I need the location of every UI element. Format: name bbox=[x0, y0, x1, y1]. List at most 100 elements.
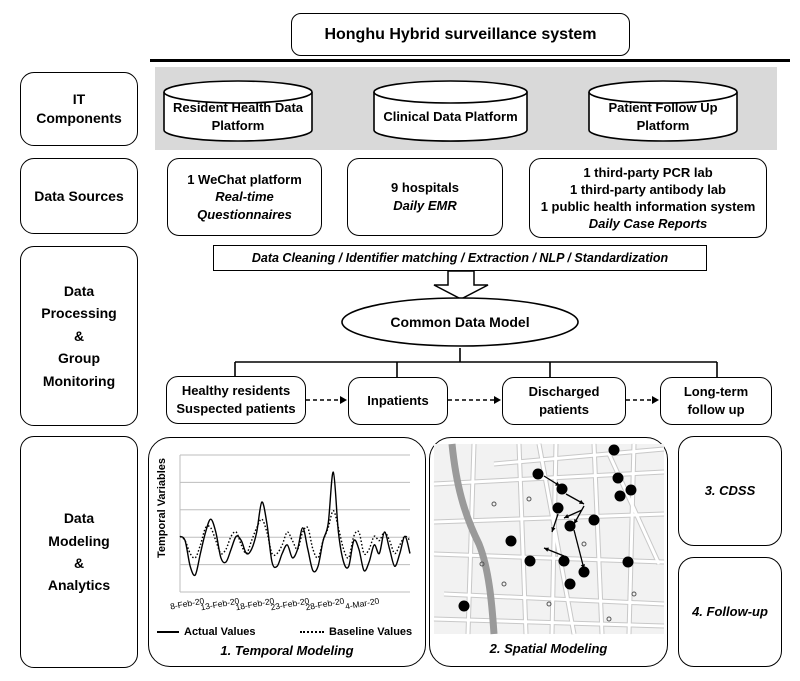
source-line: 1 third-party PCR lab bbox=[583, 164, 713, 180]
map-river bbox=[448, 443, 498, 635]
row-label-it-components: IT Components bbox=[20, 72, 138, 146]
map-case-marker bbox=[552, 502, 564, 514]
map-street-inner bbox=[433, 617, 665, 628]
source-italic-line: Daily Case Reports bbox=[588, 216, 708, 232]
platform-label: Platform bbox=[211, 118, 265, 133]
map-street-inner bbox=[517, 443, 528, 635]
platform-label: Resident Health Data bbox=[172, 99, 304, 115]
temporal-chart: 8-Feb-2013-Feb-2018-Feb-2023-Feb-2028-Fe… bbox=[169, 454, 411, 613]
map-arrowhead bbox=[551, 527, 556, 532]
chart-legend-baseline: Baseline Values bbox=[300, 625, 425, 639]
spatial-map bbox=[433, 443, 665, 635]
platform-patient-follow-up: Patient Follow Up Platform bbox=[588, 80, 738, 142]
group-label: Suspected patients bbox=[176, 401, 296, 416]
map-arrowhead bbox=[580, 564, 585, 569]
row-label-line: Data bbox=[63, 510, 95, 527]
source-italic-line: Questionnaires bbox=[197, 206, 292, 222]
map-case-marker bbox=[564, 578, 576, 590]
row-label-data-sources: Data Sources bbox=[20, 158, 138, 234]
map-case-marker bbox=[622, 556, 634, 568]
follow-up-text: 4. Follow-up bbox=[692, 604, 768, 620]
map-poi-icon bbox=[501, 581, 507, 587]
map-case-marker bbox=[578, 566, 590, 578]
row-label-line: Processing bbox=[41, 305, 117, 322]
group-label: patients bbox=[539, 402, 589, 417]
platform-label: Platform bbox=[636, 118, 690, 133]
legend-solid-line-icon bbox=[157, 631, 179, 633]
system-title-text: Honghu Hybrid surveillance system bbox=[324, 25, 597, 43]
row-label-data-processing: Data Processing & Group Monitoring bbox=[20, 246, 138, 426]
group-healthy-suspected: Healthy residents Suspected patients bbox=[166, 376, 306, 424]
chart-ylabel-text: Temporal Variables bbox=[156, 457, 168, 559]
group-label: Inpatients bbox=[367, 393, 429, 409]
platform-label: Clinical Data Platform bbox=[383, 108, 518, 124]
map-case-marker bbox=[608, 444, 620, 456]
map-case-marker bbox=[625, 484, 637, 496]
source-hospitals: 9 hospitals Daily EMR bbox=[347, 158, 503, 236]
map-street-inner bbox=[627, 443, 636, 635]
map-poi-icon bbox=[631, 591, 637, 597]
map-poi-icon bbox=[491, 501, 497, 507]
spatial-modeling-caption: 2. Spatial Modeling bbox=[429, 641, 668, 656]
source-wechat: 1 WeChat platform Real-time Questionnair… bbox=[167, 158, 322, 236]
map-arrow bbox=[573, 529, 585, 570]
row-label-line: Group bbox=[58, 350, 100, 367]
temporal-modeling-caption: 1. Temporal Modeling bbox=[148, 643, 426, 658]
map-case-marker bbox=[532, 468, 544, 480]
group-label: Long-term bbox=[683, 384, 749, 400]
legend-label: Actual Values bbox=[184, 626, 256, 638]
source-labs: 1 third-party PCR lab 1 third-party anti… bbox=[529, 158, 767, 238]
system-title: Honghu Hybrid surveillance system bbox=[291, 13, 630, 56]
group-discharged: Discharged patients bbox=[502, 377, 626, 425]
chart-x-tick-label: 28-Feb-20 bbox=[305, 596, 346, 613]
group-inpatients: Inpatients bbox=[348, 377, 448, 425]
database-cylinder-icon bbox=[588, 80, 738, 142]
spatial-modeling-text: 2. Spatial Modeling bbox=[489, 641, 608, 656]
platform-clinical-data: Clinical Data Platform bbox=[373, 80, 528, 142]
series-baseline-values bbox=[179, 509, 411, 559]
series-actual-values bbox=[179, 471, 411, 577]
map-case-marker bbox=[524, 555, 536, 567]
legend-label: Baseline Values bbox=[329, 626, 413, 638]
map-case-marker bbox=[505, 535, 517, 547]
map-street-inner bbox=[592, 443, 604, 635]
map-street-inner bbox=[550, 443, 558, 635]
row-label-line: Modeling bbox=[48, 532, 110, 549]
map-arrowhead bbox=[579, 499, 584, 504]
map-arrowhead bbox=[555, 481, 560, 486]
map-poi-icon bbox=[526, 496, 532, 502]
map-street-inner bbox=[537, 443, 576, 635]
database-cylinder-icon bbox=[163, 80, 313, 142]
map-arrowhead bbox=[564, 514, 569, 519]
row-label-line: Analytics bbox=[47, 577, 111, 594]
processing-banner: Data Cleaning / Identifier matching / Ex… bbox=[213, 245, 707, 271]
row-label-line: Data bbox=[63, 283, 95, 300]
platform-label: Patient Follow Up bbox=[608, 99, 718, 115]
cdss-panel: 3. CDSS bbox=[678, 436, 782, 546]
source-line: 1 WeChat platform bbox=[187, 171, 302, 187]
chart-x-tick-label: 4-Mar-20 bbox=[344, 596, 380, 612]
map-street-inner bbox=[607, 453, 661, 565]
map-case-marker bbox=[614, 490, 626, 502]
map-case-marker bbox=[458, 600, 470, 612]
group-label: Healthy residents bbox=[181, 383, 291, 399]
map-case-marker bbox=[564, 520, 576, 532]
row-label-line: Data Sources bbox=[34, 187, 124, 204]
map-poi-icon bbox=[479, 561, 485, 567]
row-label-line: Components bbox=[36, 110, 122, 126]
legend-dotted-line-icon bbox=[300, 631, 324, 633]
map-case-marker bbox=[612, 472, 624, 484]
row-label-line: & bbox=[73, 555, 85, 571]
platform-resident-health: Resident Health Data Platform bbox=[163, 80, 313, 142]
map-poi-icon bbox=[606, 616, 612, 622]
source-line: 9 hospitals bbox=[391, 180, 459, 196]
row-label-line: IT bbox=[72, 91, 86, 108]
chart-legend-actual: Actual Values bbox=[157, 625, 287, 639]
processing-banner-text: Data Cleaning / Identifier matching / Ex… bbox=[251, 250, 669, 265]
map-case-marker bbox=[588, 514, 600, 526]
common-data-model-ellipse bbox=[341, 297, 579, 347]
map-arrowhead bbox=[574, 519, 579, 524]
database-cylinder-icon bbox=[373, 80, 528, 142]
